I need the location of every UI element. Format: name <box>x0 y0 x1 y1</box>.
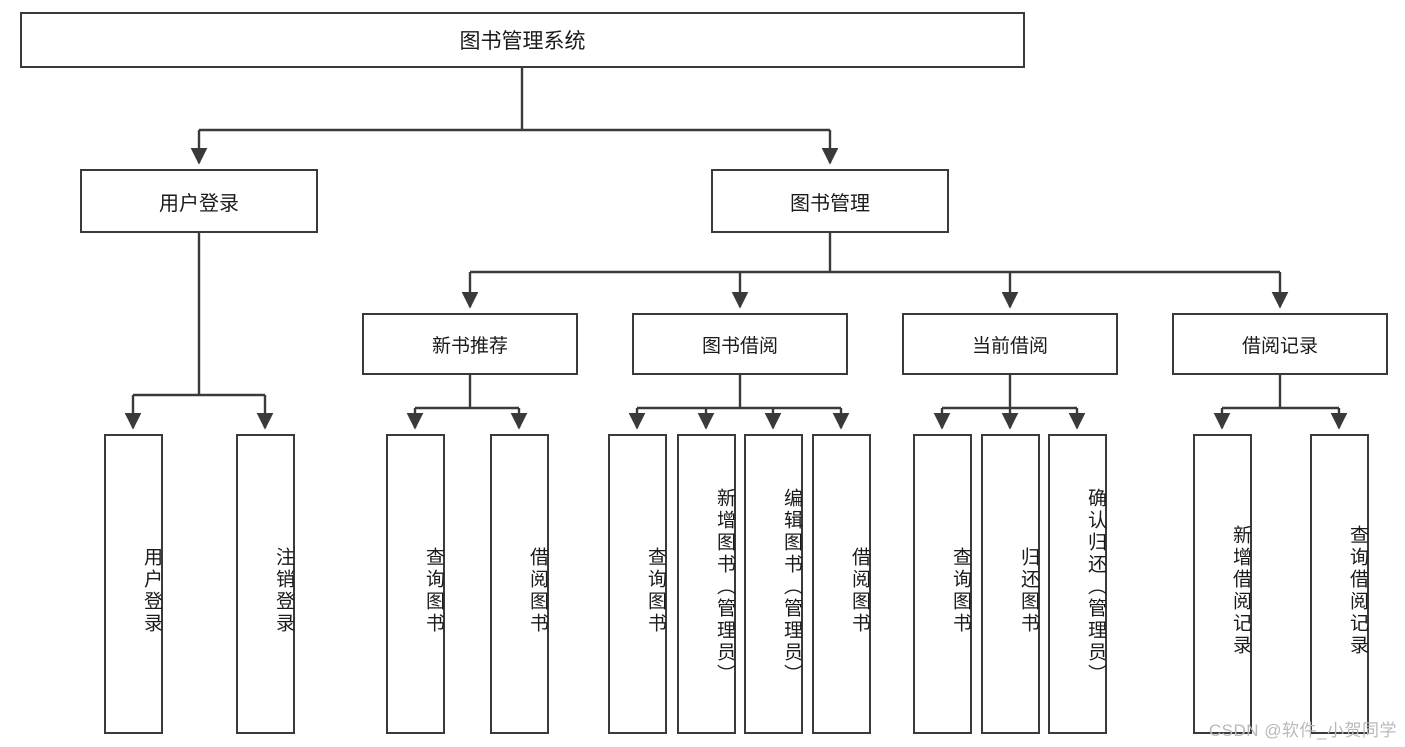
node-new-book-recommend[interactable]: 新书推荐 <box>362 313 578 375</box>
leaf-borrow-record-query[interactable]: 查询借阅记录 <box>1310 434 1369 734</box>
node-borrow-record[interactable]: 借阅记录 <box>1172 313 1388 375</box>
node-user-login[interactable]: 用户登录 <box>80 169 318 233</box>
watermark-text: CSDN @软件_小贺同学 <box>1208 721 1397 740</box>
leaf-current-borrow-confirm-admin[interactable]: 确认归还（管理员） <box>1048 434 1107 734</box>
leaf-user-login-login[interactable]: 用户登录 <box>104 434 163 734</box>
leaf-user-login-logout[interactable]: 注销登录 <box>236 434 295 734</box>
leaf-current-borrow-query[interactable]: 查询图书 <box>913 434 972 734</box>
leaf-book-borrow-edit-admin[interactable]: 编辑图书（管理员） <box>744 434 803 734</box>
leaf-current-borrow-return[interactable]: 归还图书 <box>981 434 1040 734</box>
leaf-borrow-record-add[interactable]: 新增借阅记录 <box>1193 434 1252 734</box>
leaf-new-book-query[interactable]: 查询图书 <box>386 434 445 734</box>
node-book-borrow[interactable]: 图书借阅 <box>632 313 848 375</box>
node-book-management[interactable]: 图书管理 <box>711 169 949 233</box>
node-current-borrow[interactable]: 当前借阅 <box>902 313 1118 375</box>
leaf-new-book-borrow[interactable]: 借阅图书 <box>490 434 549 734</box>
node-root-system[interactable]: 图书管理系统 <box>20 12 1025 68</box>
leaf-book-borrow-query[interactable]: 查询图书 <box>608 434 667 734</box>
leaf-book-borrow-add-admin[interactable]: 新增图书（管理员） <box>677 434 736 734</box>
leaf-book-borrow-borrow[interactable]: 借阅图书 <box>812 434 871 734</box>
